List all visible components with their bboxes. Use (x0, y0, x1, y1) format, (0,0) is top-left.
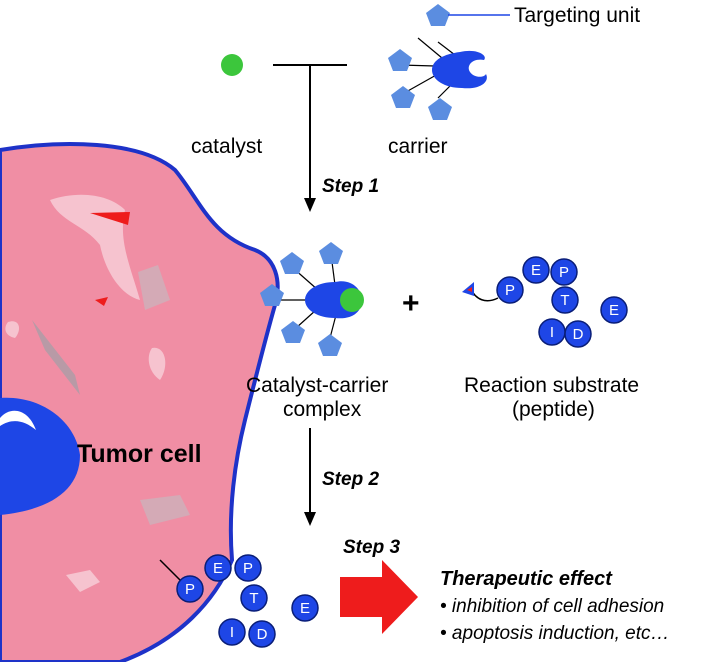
organelle (95, 297, 108, 306)
step2-label: Step 2 (322, 469, 379, 490)
tumor-cell-body (0, 142, 280, 662)
targeting-unit-icon (319, 242, 343, 264)
plus-sign: + (402, 287, 420, 320)
effect-item-1: • inhibition of cell adhesion (440, 596, 664, 617)
targeting-unit-icon (260, 284, 284, 306)
catalyst-label: catalyst (191, 135, 262, 158)
step1-label: Step 1 (322, 176, 379, 197)
step1-arrowhead (304, 198, 316, 212)
organelle (140, 495, 190, 525)
effect-item-2: • apoptosis induction, etc… (440, 623, 670, 644)
substrate-bead-letter: D (573, 326, 584, 343)
targeting-unit-icon (281, 321, 305, 343)
bound-bead-letter: P (243, 560, 253, 577)
targeting-unit-icon (428, 98, 452, 120)
substrate-bead (496, 276, 524, 304)
step2-arrowhead (304, 512, 316, 526)
targeting-unit-icon (426, 4, 450, 26)
substrate-label-line2: (peptide) (512, 398, 595, 421)
tumor-cell-label: Tumor cell (77, 440, 202, 468)
organelle (66, 570, 100, 592)
carrier-label: carrier (388, 135, 448, 158)
substrate-bead-letter: I (550, 324, 554, 341)
substrate-bead (564, 320, 592, 348)
substrate-bead (522, 256, 550, 284)
targeting-unit-label: Targeting unit (514, 4, 640, 27)
bound-bead (234, 554, 262, 582)
bound-bead (218, 618, 246, 646)
substrate-bead (600, 296, 628, 324)
substrate-bead-letter: P (505, 282, 515, 299)
substrate-bead (550, 258, 578, 286)
carrier-body (432, 50, 487, 89)
bound-bead-letter: D (257, 626, 268, 643)
bound-bead-letter: E (213, 560, 223, 577)
substrate-label-line1: Reaction substrate (464, 374, 639, 397)
organelle (5, 321, 20, 338)
step3-arrow (340, 560, 418, 634)
bound-bead (240, 584, 268, 612)
nucleus-highlight (0, 410, 36, 430)
nucleus (0, 397, 80, 515)
bound-bead-letter: P (185, 581, 195, 598)
complex-label-line1: Catalyst-carrier (246, 374, 388, 397)
bound-bead-letter: T (249, 590, 258, 607)
therapeutic-effect-title: Therapeutic effect (440, 568, 613, 590)
organelle (90, 212, 130, 225)
reactive-group-icon-dot (467, 287, 472, 292)
bound-bead (248, 620, 276, 648)
catalyst-icon (221, 54, 243, 76)
targeting-unit-icon (391, 86, 415, 108)
catalyst-icon (340, 288, 364, 312)
bound-bead (204, 554, 232, 582)
bound-bead (176, 575, 204, 603)
targeting-unit-icon (280, 252, 304, 274)
organelle (138, 265, 170, 310)
substrate-bead-letter: T (560, 292, 569, 309)
tumor-cell: Tumor cell (0, 142, 280, 662)
reactive-group-icon (462, 282, 474, 296)
substrate-bead-letter: E (531, 262, 541, 279)
organelle (32, 320, 80, 395)
bound-bead-letter: I (230, 624, 234, 641)
substrate-bead (551, 286, 579, 314)
bound-bead-letter: E (300, 600, 310, 617)
targeting-unit-icon (388, 49, 412, 71)
step3-label: Step 3 (343, 537, 400, 558)
bound-bead (291, 594, 319, 622)
substrate-bead-letter: E (609, 302, 619, 319)
complex-label-line2: complex (283, 398, 362, 421)
substrate-tail (469, 287, 499, 302)
substrate-bead-letter: P (559, 264, 569, 281)
targeting-unit-icon (318, 334, 342, 356)
organelle (148, 347, 166, 380)
carrier-icon (399, 37, 487, 99)
